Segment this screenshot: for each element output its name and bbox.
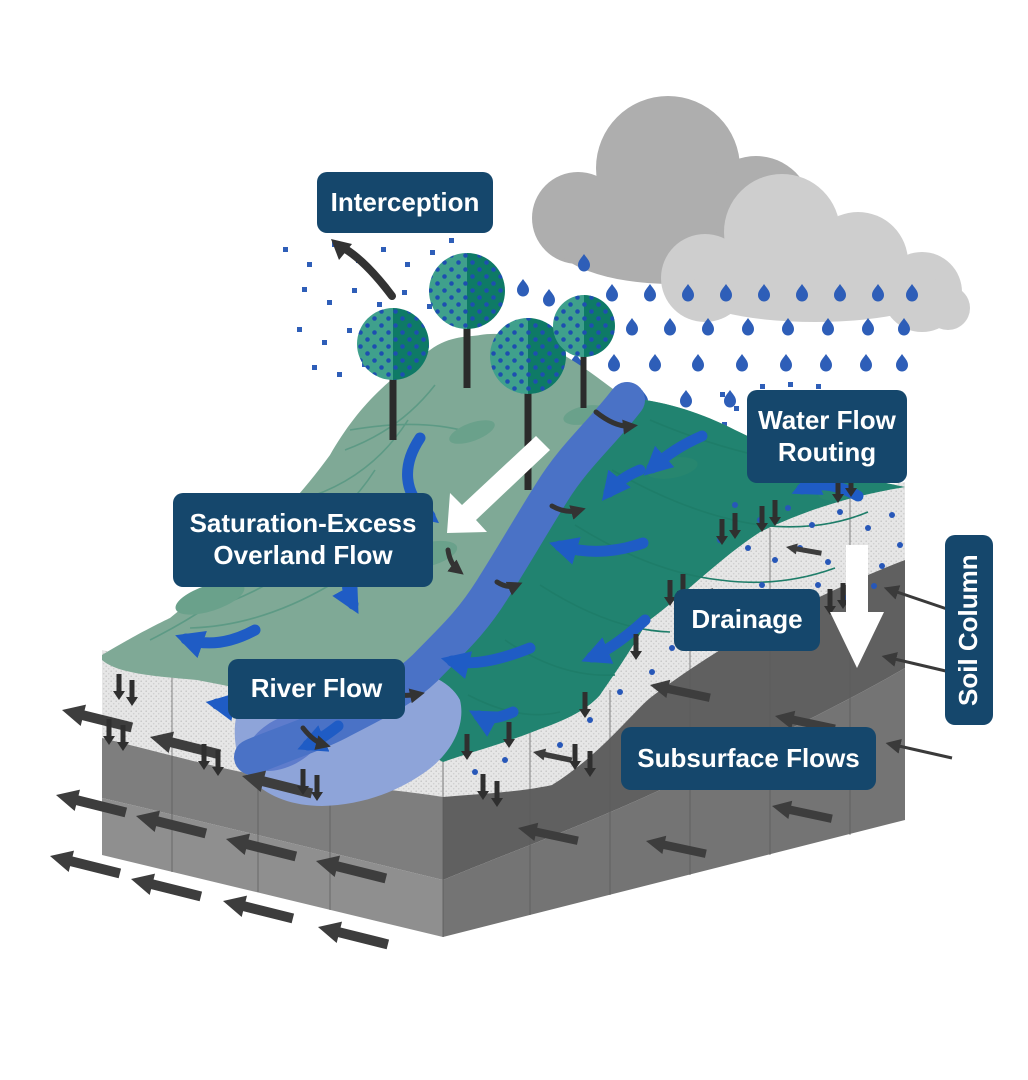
label-saturation-excess-overland-flow: Saturation-Excess Overland Flow	[173, 493, 433, 587]
interception-arrow	[331, 239, 396, 300]
label-water-flow-routing: Water Flow Routing	[747, 390, 907, 483]
tree	[553, 295, 615, 408]
label-river-flow: River Flow	[228, 659, 405, 719]
tree	[429, 253, 505, 388]
label-drainage: Drainage	[674, 589, 820, 651]
soil-column-arrows	[881, 585, 953, 760]
overland-flow-white-arrow	[447, 436, 550, 533]
tree	[357, 308, 429, 440]
infiltration-dots-icon	[472, 502, 903, 775]
terrain-dark-surface	[385, 398, 905, 762]
label-interception: Interception	[317, 172, 493, 233]
trees	[357, 253, 615, 490]
drainage-white-arrow	[830, 545, 884, 668]
label-soil-column: Soil Column	[945, 535, 993, 725]
bank-flow-arrows	[300, 409, 638, 750]
rain-cloud-light-icon	[661, 174, 970, 332]
label-subsurface-flows: Subsurface Flows	[621, 727, 876, 790]
